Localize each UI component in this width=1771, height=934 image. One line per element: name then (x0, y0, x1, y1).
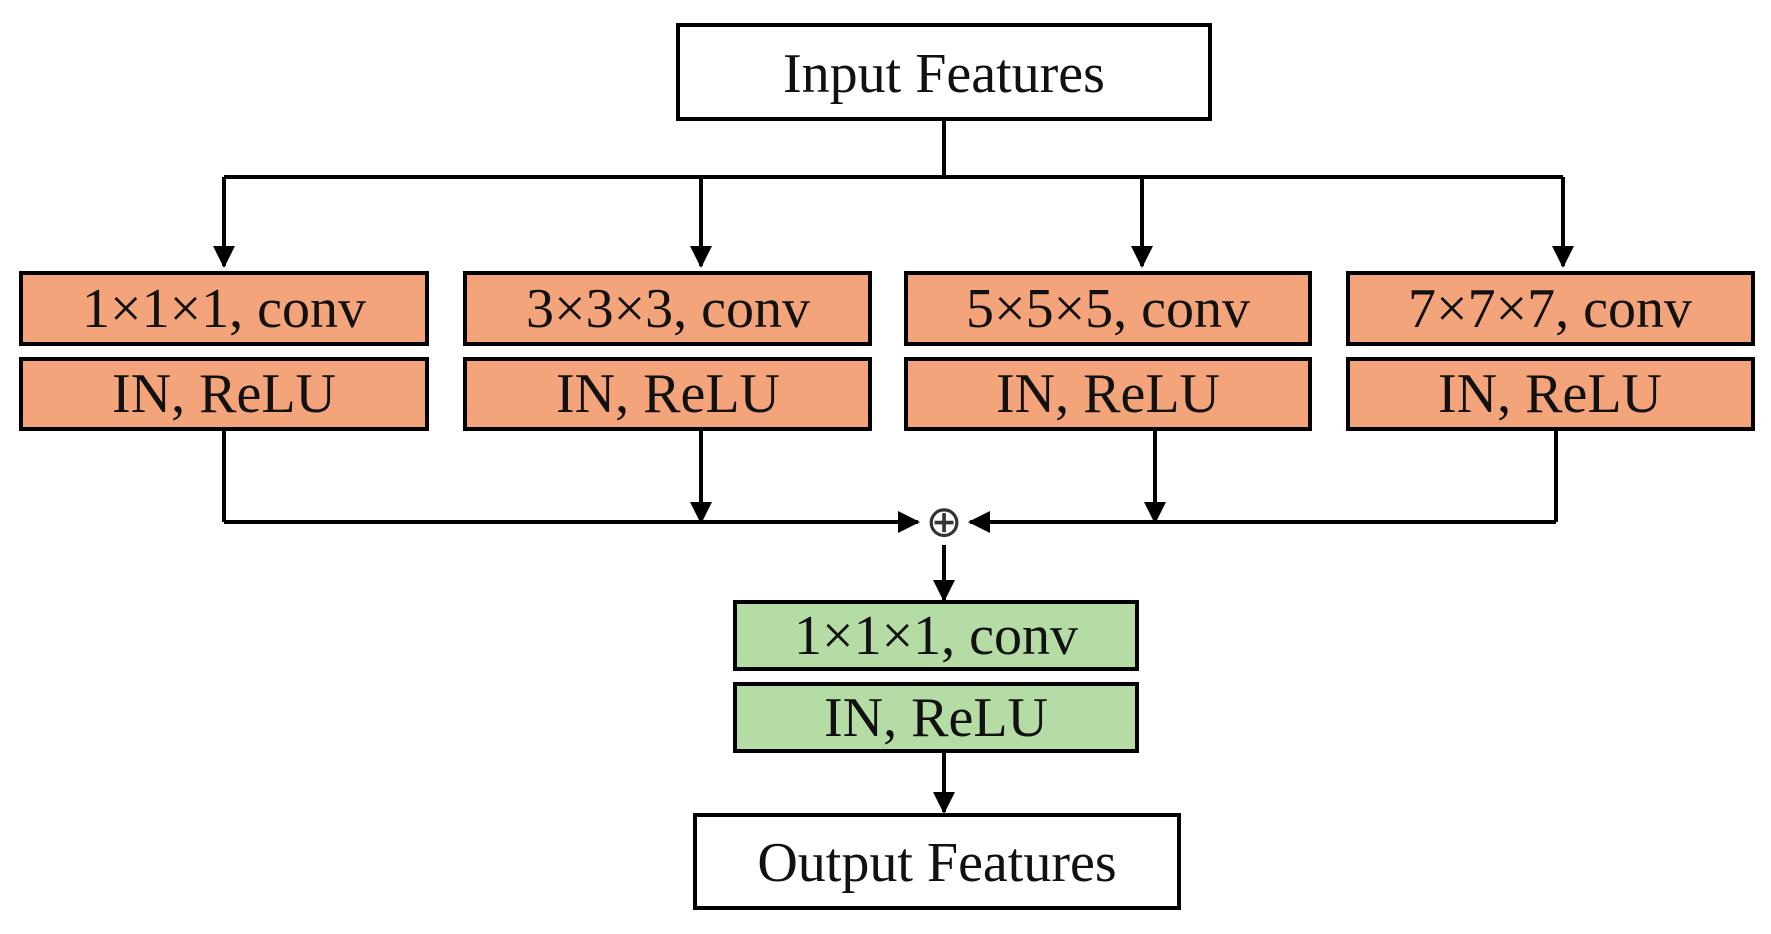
branch-1-norm-label: IN, ReLU (112, 363, 336, 425)
branch-4-norm-label: IN, ReLU (1438, 363, 1662, 425)
branch-2-conv-box (463, 271, 872, 346)
merge-edges (222, 429, 1558, 533)
fusion-norm-box (733, 682, 1139, 753)
branch-4: 7×7×7, conv IN, ReLU (1346, 271, 1755, 431)
branch-4-norm-box (1346, 357, 1755, 431)
branch-4-conv-box (1346, 271, 1755, 346)
output-features-label: Output Features (757, 832, 1116, 894)
fusion-conv-box (733, 600, 1139, 671)
branch-3-conv-label: 5×5×5, conv (966, 278, 1250, 340)
branch-4-conv-label: 7×7×7, conv (1408, 278, 1692, 340)
fusion-block: 1×1×1, conv IN, ReLU (733, 600, 1139, 753)
branch-2: 3×3×3, conv IN, ReLU (463, 271, 872, 431)
fusion-conv-label: 1×1×1, conv (794, 605, 1078, 667)
branch-2-norm-label: IN, ReLU (556, 363, 780, 425)
fusion-norm-label: IN, ReLU (824, 687, 1048, 749)
branch-2-conv-label: 3×3×3, conv (526, 278, 810, 340)
branch-2-norm-box (463, 357, 872, 431)
branch-1: 1×1×1, conv IN, ReLU (19, 271, 429, 431)
input-features-box (676, 23, 1212, 121)
branch-3-conv-box (904, 271, 1312, 346)
branch-3-norm-box (904, 357, 1312, 431)
output-features-node: Output Features (693, 813, 1181, 910)
input-features-label: Input Features (783, 43, 1105, 105)
output-features-box (693, 813, 1181, 910)
branch-3: 5×5×5, conv IN, ReLU (904, 271, 1312, 431)
branch-1-conv-label: 1×1×1, conv (82, 278, 366, 340)
split-edges (213, 119, 1574, 268)
elementwise-sum-symbol: ⊕ (926, 497, 963, 548)
branch-1-conv-box (19, 271, 429, 346)
branch-3-norm-label: IN, ReLU (996, 363, 1220, 425)
branch-1-norm-box (19, 357, 429, 431)
input-features-node: Input Features (676, 23, 1212, 121)
